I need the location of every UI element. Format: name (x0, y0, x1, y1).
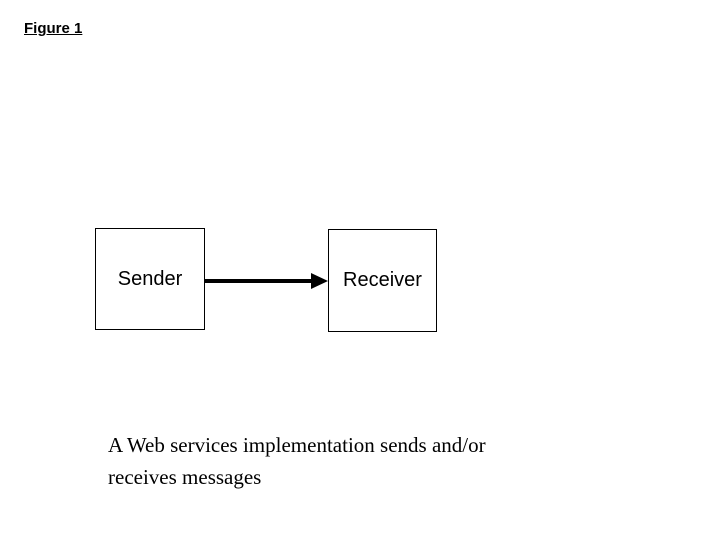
arrow-sender-to-receiver-icon (205, 273, 328, 289)
caption-line-1: A Web services implementation sends and/… (108, 433, 486, 457)
figure-label: Figure 1 (24, 20, 83, 37)
receiver-label: Receiver (343, 269, 422, 291)
receiver-box: Receiver (328, 229, 437, 332)
figure-caption: A Web services implementation sends and/… (108, 429, 486, 493)
sender-label: Sender (117, 267, 183, 290)
caption-line-2: receives messages (108, 465, 262, 489)
sender-box: Sender (95, 228, 205, 330)
